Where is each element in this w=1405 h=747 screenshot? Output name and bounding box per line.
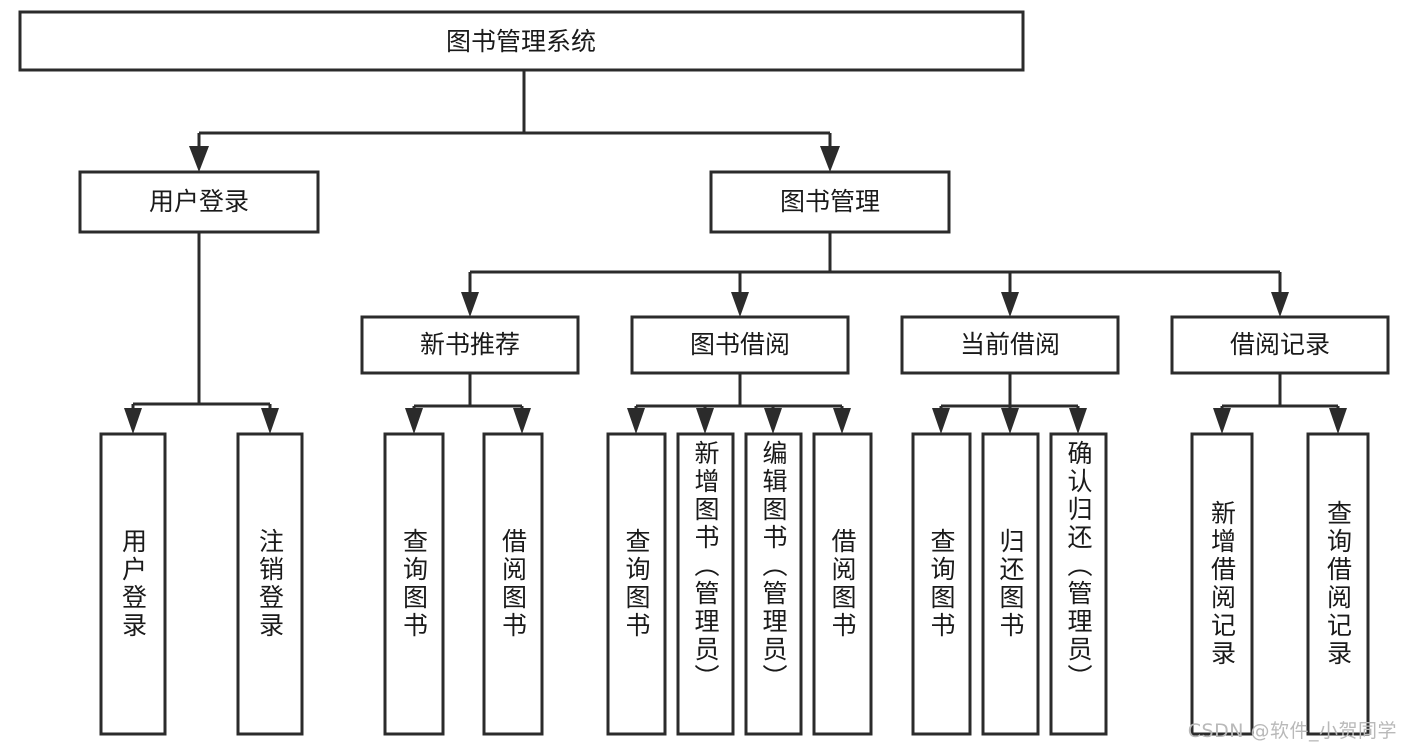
arrow-head-leaf-query-book-1 bbox=[405, 408, 423, 434]
node-book-management-box[interactable] bbox=[709, 170, 951, 234]
arrow-head-leaf-borrow-book-1 bbox=[513, 408, 531, 434]
node-borrow-record-box[interactable] bbox=[1170, 315, 1390, 375]
node-leaf-confirm-return-box[interactable] bbox=[1049, 432, 1108, 736]
node-new-book-recommend-box[interactable] bbox=[360, 315, 580, 375]
arrow-head-leaf-query-book-2 bbox=[627, 408, 645, 434]
node-current-borrow-label: 当前借阅 bbox=[960, 330, 1060, 359]
node-leaf-return-book-box[interactable] bbox=[981, 432, 1040, 736]
node-new-book-recommend[interactable]: 新书推荐 bbox=[360, 315, 580, 375]
node-root[interactable]: 图书管理系统 bbox=[18, 10, 1025, 72]
node-user-login[interactable]: 用户登录 bbox=[78, 170, 320, 234]
arrow-head-leaf-add-book bbox=[696, 408, 714, 434]
node-new-book-recommend-label: 新书推荐 bbox=[420, 330, 520, 359]
node-leaf-borrow-book-2-box[interactable] bbox=[812, 432, 873, 736]
arrow-head-current-borrow bbox=[1001, 292, 1019, 317]
node-book-management-label: 图书管理 bbox=[780, 187, 880, 216]
node-user-login-box[interactable] bbox=[78, 170, 320, 234]
node-book-management[interactable]: 图书管理 bbox=[709, 170, 951, 234]
arrow-head-book-management bbox=[820, 146, 840, 172]
connector-group-new-book-recommend-to-leaves bbox=[405, 373, 531, 434]
connector-group-current-borrow-to-leaves bbox=[932, 373, 1087, 434]
arrow-head-leaf-return-book bbox=[1001, 408, 1019, 434]
node-leaf-add-book-box[interactable] bbox=[676, 432, 735, 736]
arrow-head-user-login bbox=[189, 146, 209, 172]
watermark-text: CSDN @软件_小贺同学 bbox=[1187, 720, 1397, 742]
node-leaf-user-logout-box[interactable] bbox=[236, 432, 304, 736]
connector-group-borrow-record-to-leaves bbox=[1213, 373, 1347, 434]
node-borrow-record-label: 借阅记录 bbox=[1230, 330, 1330, 359]
connector-group-user-login-to-leaves bbox=[124, 232, 279, 434]
arrow-head-leaf-query-record bbox=[1329, 408, 1347, 434]
node-current-borrow-box[interactable] bbox=[900, 315, 1120, 375]
leaf-boxes bbox=[99, 432, 1370, 736]
arrow-head-leaf-borrow-book-2 bbox=[833, 408, 851, 434]
node-leaf-query-record-box[interactable] bbox=[1306, 432, 1370, 736]
node-leaf-query-book-3-box[interactable] bbox=[911, 432, 972, 736]
node-leaf-query-book-2-box[interactable] bbox=[606, 432, 667, 736]
node-root-box[interactable] bbox=[18, 10, 1025, 72]
connector-group-book-management-to-level2 bbox=[461, 232, 1289, 317]
node-root-label: 图书管理系统 bbox=[446, 27, 596, 56]
node-leaf-add-record-box[interactable] bbox=[1190, 432, 1254, 736]
node-borrow-record[interactable]: 借阅记录 bbox=[1170, 315, 1390, 375]
node-book-borrow-label: 图书借阅 bbox=[690, 330, 790, 359]
arrow-head-leaf-query-book-3 bbox=[932, 408, 950, 434]
node-leaf-borrow-book-1-box[interactable] bbox=[482, 432, 544, 736]
arrow-head-leaf-user-logout bbox=[261, 408, 279, 434]
arrow-head-new-book-recommend bbox=[461, 292, 479, 317]
arrow-head-leaf-user-login bbox=[124, 408, 142, 434]
arrow-head-book-borrow bbox=[731, 292, 749, 317]
arrow-head-leaf-confirm-return bbox=[1069, 408, 1087, 434]
node-book-borrow-box[interactable] bbox=[630, 315, 850, 375]
node-leaf-edit-book-box[interactable] bbox=[744, 432, 803, 736]
arrow-head-leaf-add-record bbox=[1213, 408, 1231, 434]
arrow-head-borrow-record bbox=[1271, 292, 1289, 317]
node-book-borrow[interactable]: 图书借阅 bbox=[630, 315, 850, 375]
node-leaf-query-book-1-box[interactable] bbox=[383, 432, 445, 736]
connector-group-book-borrow-to-leaves bbox=[627, 373, 851, 434]
node-current-borrow[interactable]: 当前借阅 bbox=[900, 315, 1120, 375]
node-leaf-user-login-box[interactable] bbox=[99, 432, 167, 736]
node-user-login-label: 用户登录 bbox=[149, 187, 249, 216]
connector-group-root-to-level1 bbox=[189, 70, 840, 172]
arrow-head-leaf-edit-book bbox=[764, 408, 782, 434]
